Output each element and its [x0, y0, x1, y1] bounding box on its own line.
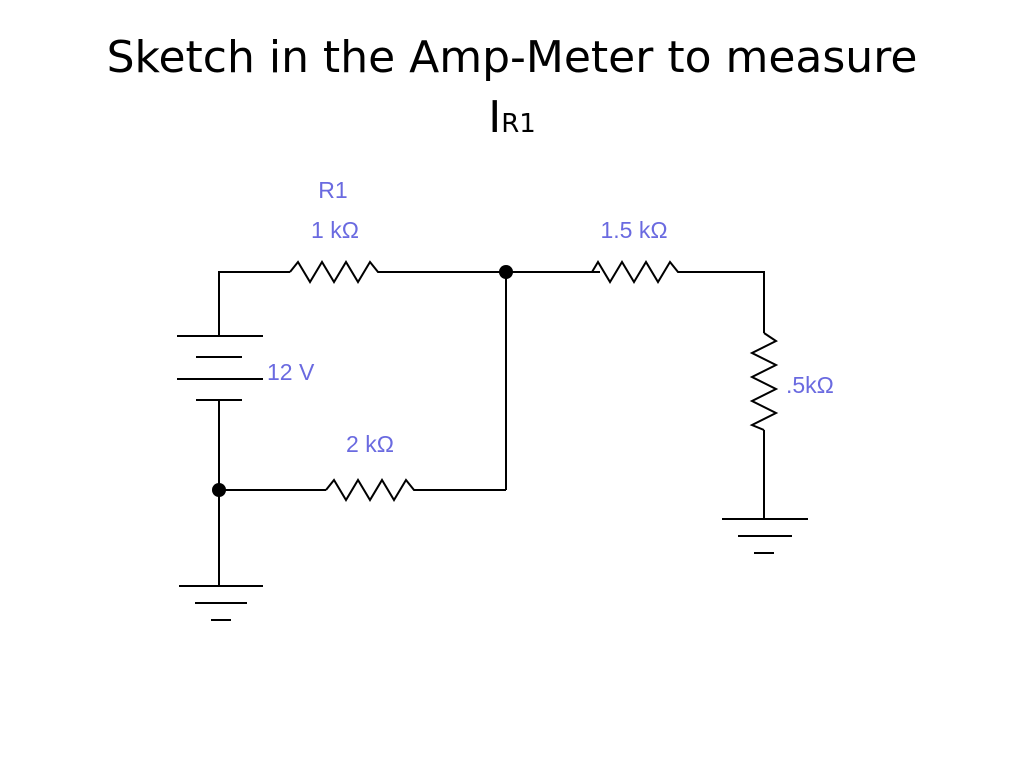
- slide-title: Sketch in the Amp-Meter to measure IR1: [0, 28, 1024, 154]
- wire-top-right: [686, 271, 765, 333]
- resistor-0-5k: [749, 332, 779, 431]
- current-symbol: I: [488, 92, 502, 143]
- junction-node-top: [499, 265, 513, 279]
- title-line-1: Sketch in the Amp-Meter to measure: [106, 32, 918, 83]
- r1-name-label: R1: [318, 177, 347, 203]
- ground-symbol-left: [179, 585, 263, 621]
- resistor-1-5k: [591, 260, 686, 284]
- r1-value-label: 1 kΩ: [311, 217, 359, 243]
- resistor-r1: [289, 260, 386, 284]
- battery-symbol: [177, 335, 263, 401]
- ground-symbol-right: [722, 518, 808, 554]
- junction-node-bottom: [212, 483, 226, 497]
- r-vertical-value-label: .5kΩ: [786, 372, 834, 398]
- r-series-value-label: 1.5 kΩ: [600, 217, 667, 243]
- wire-top-left: [218, 271, 290, 336]
- title-line-2: IR1: [0, 88, 1024, 154]
- r-bottom-value-label: 2 kΩ: [346, 431, 394, 457]
- resistor-2k: [325, 478, 420, 502]
- current-subscript: R1: [501, 109, 536, 139]
- source-value-label: 12 V: [267, 359, 315, 385]
